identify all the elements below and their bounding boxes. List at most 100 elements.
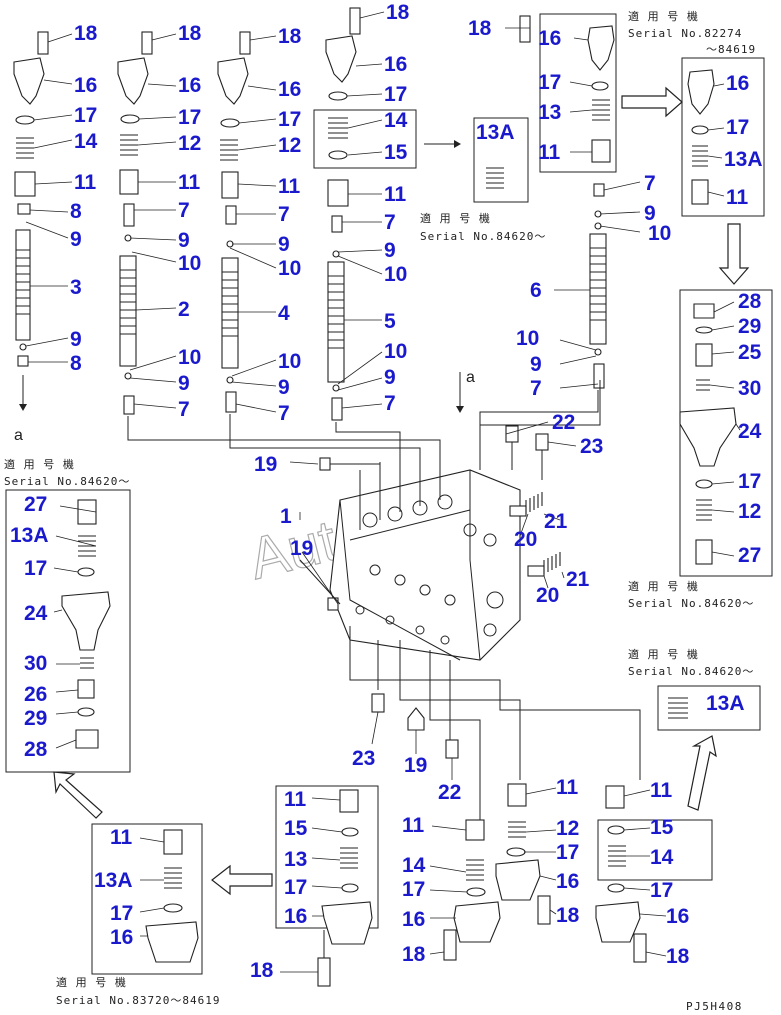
arrow-label-a-center: a [466,369,475,386]
label-part: 11 [556,776,579,799]
label-part: 1 [280,505,292,528]
label-part: 7 [644,172,656,195]
label-part: 26 [24,683,47,706]
label-part: 18 [278,25,302,48]
label-part: 17 [110,902,133,925]
label-part: 18 [74,22,98,45]
serial-note: 適 用 号 機 [420,211,491,225]
label-part: 11 [384,183,407,206]
label-part: 12 [278,134,301,157]
label-part: 12 [738,500,761,523]
label-part: 19 [404,754,427,777]
main-valve-body [329,372,601,661]
box-13a-top [473,117,529,203]
label-part: 13A [94,869,133,892]
label-part: 13 [284,848,307,871]
label-part: 7 [278,402,290,425]
label-part: 17 [178,106,201,129]
label-part: 8 [70,200,82,223]
label-part: 17 [284,876,307,899]
label-part: 11 [538,141,561,164]
serial-note: Serial No.84620～ [628,597,754,610]
label-part: 13A [476,121,515,144]
label-part: 9 [70,328,82,351]
label-part: 14 [650,846,674,869]
label-part: 24 [24,602,48,625]
bottom-right-box-group [595,785,713,963]
column-spool-6 [479,183,607,470]
label-part: 16 [726,72,749,95]
label-part: 10 [278,257,301,280]
top-right-box-group [519,13,765,285]
label-part: 18 [402,943,426,966]
label-part: 17 [384,83,407,106]
label-part: 18 [556,904,580,927]
label-part: 13A [706,692,745,715]
label-part: 9 [178,372,190,395]
label-part: 9 [644,202,656,225]
label-part: 7 [384,211,396,234]
label-part: 11 [726,186,749,209]
label-part: 9 [530,353,542,376]
label-part: 18 [468,17,492,40]
label-part: 14 [384,109,408,132]
part-number-labels: 18 16 17 14 11 8 9 3 9 8 18 16 17 12 11 … [10,1,763,982]
label-part: 11 [402,814,425,837]
label-part: 17 [726,116,749,139]
label-part: 14 [402,854,426,877]
label-part: 30 [24,652,47,675]
label-part: 10 [278,350,301,373]
bottom-center-box-group [275,785,379,987]
label-part: 22 [552,411,575,434]
label-part: 16 [384,53,407,76]
label-part: 15 [284,817,308,840]
label-part: 21 [566,568,590,591]
label-part: 7 [384,392,396,415]
label-part: 21 [544,510,568,533]
label-part: 15 [384,141,408,164]
drawing-reference: PJ5H408 [686,1000,743,1013]
serial-note: Serial No.84620～ [628,665,754,678]
label-part: 18 [386,1,410,24]
label-part: 16 [74,74,97,97]
label-part: 18 [250,959,274,982]
arrow-label-a-left: a [14,427,23,444]
label-part: 27 [738,544,761,567]
spring-shim-box [313,109,417,169]
label-part: 18 [666,945,690,968]
label-part: 16 [666,905,689,928]
label-part: 19 [254,453,277,476]
column-spool-2 [117,31,441,460]
label-part: 7 [178,398,190,421]
serial-note: 適 用 号 機 [628,579,699,593]
label-part: 13A [724,148,763,171]
leader-lines [25,11,741,973]
label-part: 10 [384,340,407,363]
label-part: 9 [278,233,290,256]
label-part: 17 [650,879,673,902]
label-part: 18 [178,22,202,45]
label-part: 29 [24,707,47,730]
label-part: 9 [278,376,290,399]
label-part: 16 [178,74,201,97]
label-part: 17 [24,557,47,580]
label-part: 11 [110,826,133,849]
label-part: 4 [278,302,290,325]
label-part: 24 [738,420,762,443]
label-part: 10 [178,346,201,369]
label-part: 11 [74,171,97,194]
label-part: 10 [178,252,201,275]
serial-note: 適 用 号 機 [4,457,75,471]
label-part: 8 [70,352,82,375]
label-part: 17 [74,104,97,127]
label-part: 7 [278,203,290,226]
label-part: 30 [738,377,761,400]
label-part: 10 [648,222,671,245]
label-part: 13A [10,524,49,547]
left-box-group [5,489,131,819]
label-part: 16 [402,908,425,931]
label-part: 16 [556,870,579,893]
label-part: 5 [384,310,396,333]
label-part: 16 [110,926,133,949]
